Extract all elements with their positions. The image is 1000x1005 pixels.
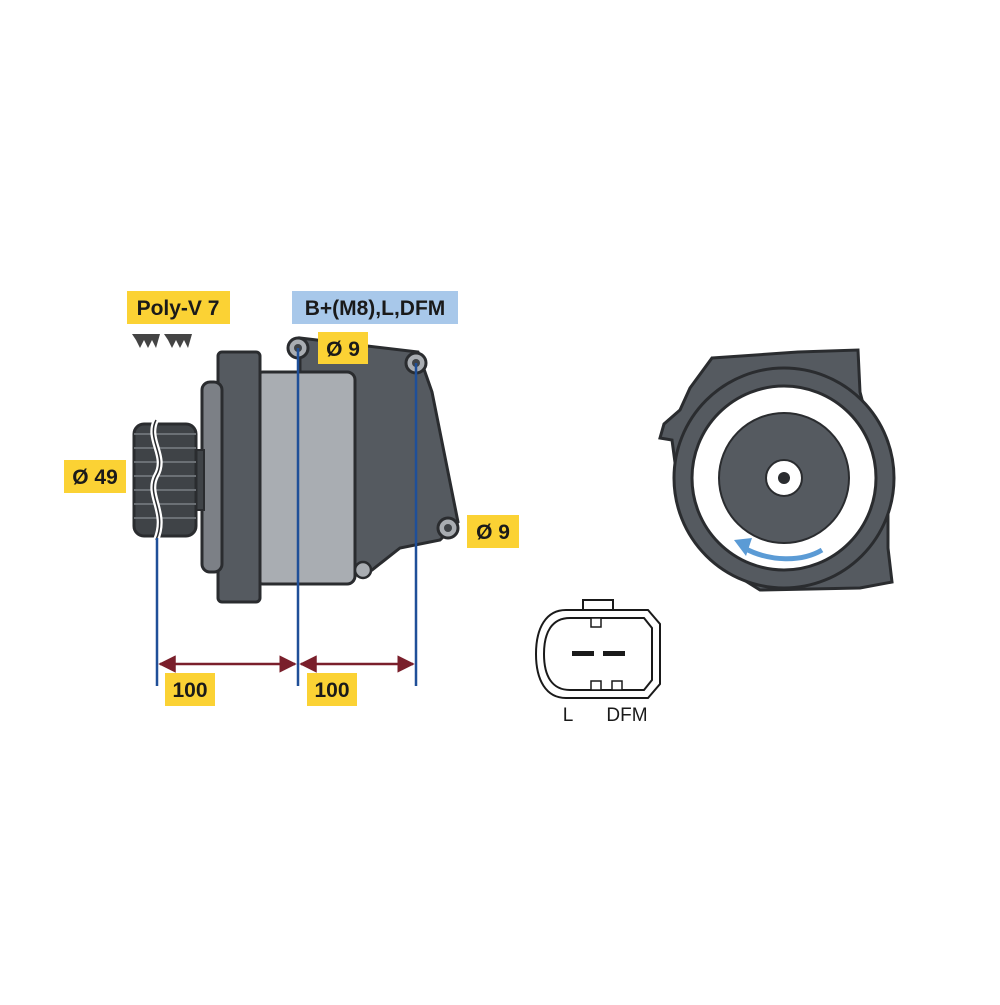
two-pin-plug-icon	[534, 599, 661, 699]
mount-hole-bottom	[353, 560, 373, 580]
clockwise-arrow-icon	[742, 545, 824, 562]
connector-pin-right-label: DFM	[606, 705, 647, 726]
label-hole-top: Ø 9	[318, 332, 368, 364]
label-belt: Poly-V 7	[127, 291, 230, 324]
dimension-lines	[155, 348, 418, 686]
terminals-label-text: B+(M8),L,DFM	[305, 297, 446, 320]
hole-top-label-text: Ø 9	[326, 338, 360, 361]
pulley-diameter-label-text: Ø 49	[72, 466, 118, 489]
dim-right-label-text: 100	[314, 679, 349, 702]
alternator-side-view	[132, 336, 460, 604]
dim-left-label-text: 100	[172, 679, 207, 702]
label-terminals: B+(M8),L,DFM	[292, 291, 458, 324]
pulley	[132, 418, 198, 542]
label-hole-side: Ø 9	[467, 515, 519, 548]
alternator-front-view	[658, 348, 896, 592]
connector-pin-left-label: L	[563, 705, 574, 726]
label-dim-right: 100	[307, 673, 357, 706]
label-dim-left: 100	[165, 673, 215, 706]
stator-body	[253, 370, 357, 586]
belt-label-text: Poly-V 7	[137, 297, 220, 320]
label-pulley-diameter: Ø 49	[64, 460, 126, 493]
hole-side-label-text: Ø 9	[476, 521, 510, 544]
poly-v-belt-icon	[132, 334, 192, 348]
front-flange	[216, 350, 262, 604]
